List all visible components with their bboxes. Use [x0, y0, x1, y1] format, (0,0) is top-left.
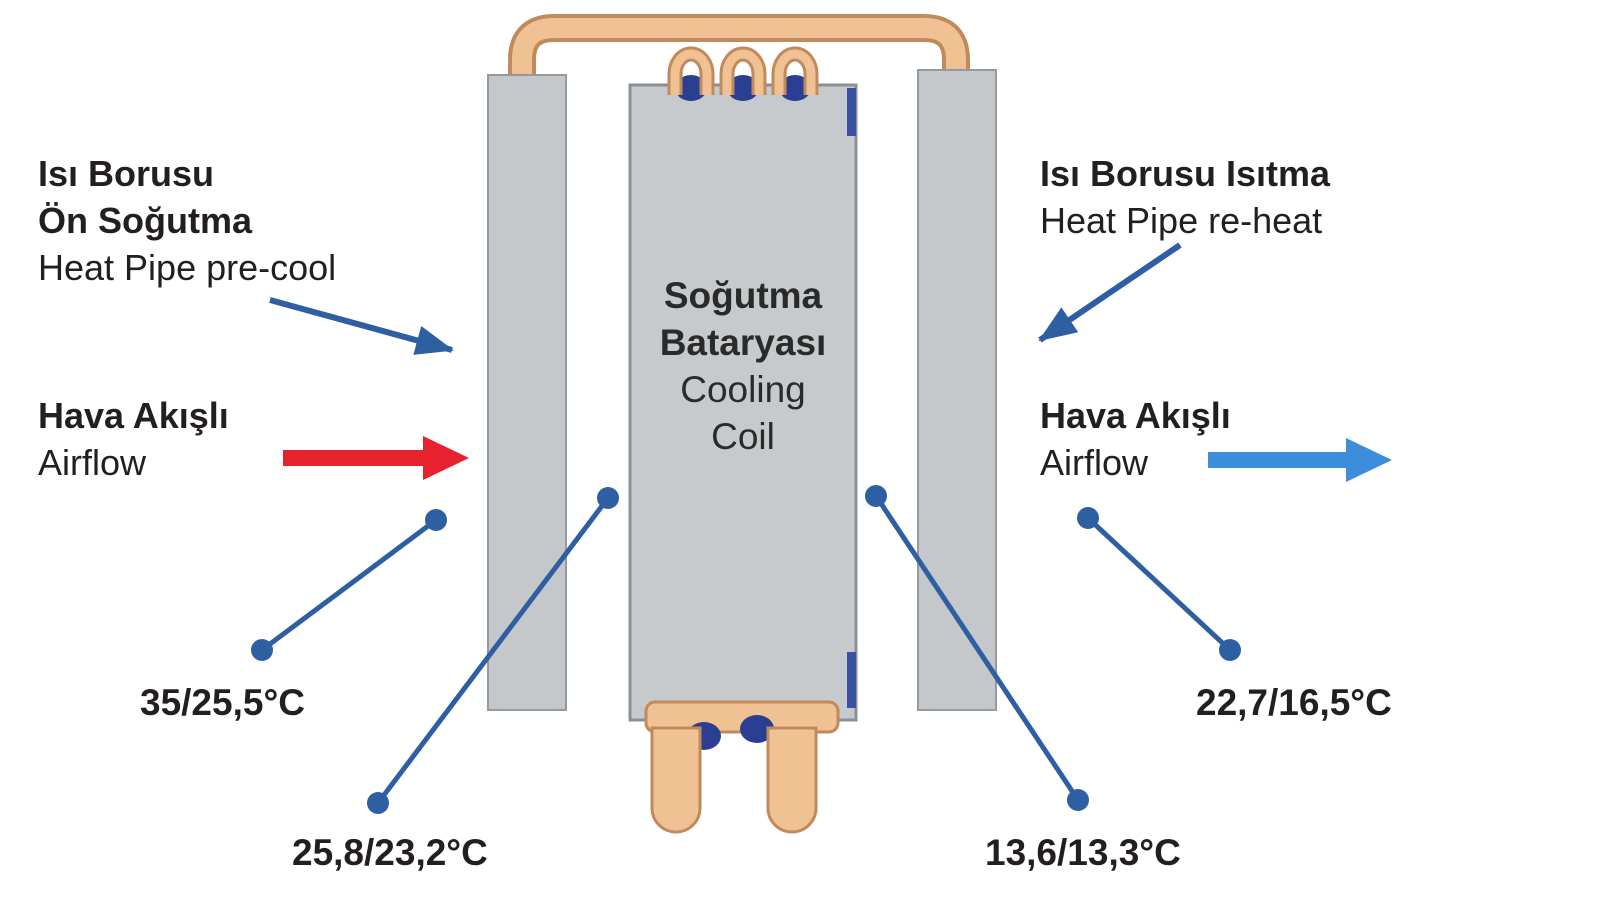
- cooling-coil-label: Soğutma Bataryası Cooling Coil: [630, 272, 856, 460]
- coil-ubend-2-fill: [722, 49, 764, 95]
- airflow-in-label-en: Airflow: [38, 442, 147, 483]
- airflow-out-arrow-head: [1346, 438, 1392, 482]
- coil-port-top: [847, 88, 856, 136]
- heat-pipe-top-loop: [512, 18, 966, 92]
- cooling-coil-body: [628, 83, 858, 722]
- airflow-out-arrow-shaft: [1208, 452, 1348, 468]
- leader-line-after-precool: [376, 496, 610, 805]
- drain-tube-left: [650, 726, 702, 834]
- cooling-coil-label-en-line1: Cooling: [680, 369, 806, 410]
- temp-inlet: 35/25,5°C: [140, 682, 305, 723]
- leader-dot-outlet-bottom: [1219, 639, 1241, 661]
- leader-dot-after-precool-top: [597, 487, 619, 509]
- leader-dot-after-precool-bottom: [367, 792, 389, 814]
- reheat-label-en: Heat Pipe re-heat: [1040, 200, 1323, 241]
- temp-callout-after-coil-line: [865, 485, 1089, 811]
- leader-line-after-coil: [873, 494, 1081, 802]
- airflow-in-arrow-shaft: [283, 450, 425, 466]
- precool-pointer-arrow: [269, 297, 454, 355]
- precool-label-tr-line2: Ön Soğutma: [38, 200, 252, 241]
- temp-callout-outlet-line: [1077, 507, 1241, 661]
- temp-outlet: 22,7/16,5°C: [1196, 682, 1392, 723]
- airflow-in-arrow-head: [423, 436, 469, 480]
- airflow-out-arrow: [1208, 438, 1392, 482]
- airflow-in-label: Hava Akışlı Airflow: [38, 392, 229, 486]
- leader-dot-after-coil-top: [865, 485, 887, 507]
- airflow-out-label-en: Airflow: [1040, 442, 1149, 483]
- leader-dot-after-coil-bottom: [1067, 789, 1089, 811]
- coil-bottom-assembly: [644, 700, 840, 834]
- cooling-coil-label-en-line2: Coil: [711, 416, 775, 457]
- precool-label-en: Heat Pipe pre-cool: [38, 247, 337, 288]
- precool-panel: [487, 74, 567, 711]
- reheat-panel: [917, 69, 997, 711]
- leader-line-outlet: [1086, 516, 1232, 652]
- coil-top-ubends: [667, 46, 819, 101]
- coil-ubend-1-fill: [670, 49, 712, 95]
- temp-callout-inlet-line: [251, 509, 447, 661]
- coil-ubend-3-fill: [774, 49, 816, 95]
- leader-dot-outlet-top: [1077, 507, 1099, 529]
- airflow-in-arrow: [283, 436, 469, 480]
- temp-after-coil: 13,6/13,3°C: [985, 832, 1181, 873]
- temp-after-precool: 25,8/23,2°C: [292, 832, 488, 873]
- coil-fitting-top-3: [779, 75, 811, 101]
- coil-fitting-top-1: [675, 75, 707, 101]
- precool-label-tr-line1: Isı Borusu: [38, 153, 215, 194]
- cooling-coil-label-tr-line1: Soğutma: [663, 275, 823, 316]
- reheat-label-tr: Isı Borusu Isıtma: [1040, 153, 1331, 194]
- drain-tube-right: [766, 726, 818, 834]
- airflow-out-label-tr: Hava Akışlı: [1040, 395, 1231, 436]
- leader-dot-inlet-bottom: [251, 639, 273, 661]
- reheat-label: Isı Borusu Isıtma Heat Pipe re-heat: [1040, 150, 1330, 244]
- precool-label: Isı Borusu Ön Soğutma Heat Pipe pre-cool: [38, 150, 336, 291]
- coil-fitting-top-2: [727, 75, 759, 101]
- coil-port-bottom: [847, 652, 856, 708]
- temp-callout-after-precool-line: [367, 487, 619, 814]
- airflow-in-label-tr: Hava Akışlı: [38, 395, 229, 436]
- cooling-coil-label-tr-line2: Bataryası: [659, 322, 827, 363]
- airflow-out-label: Hava Akışlı Airflow: [1040, 392, 1231, 486]
- leader-line-inlet: [260, 517, 438, 653]
- reheat-pointer-arrow: [1038, 242, 1182, 343]
- leader-dot-inlet-top: [425, 509, 447, 531]
- coil-fitting-bottom-2: [740, 715, 774, 743]
